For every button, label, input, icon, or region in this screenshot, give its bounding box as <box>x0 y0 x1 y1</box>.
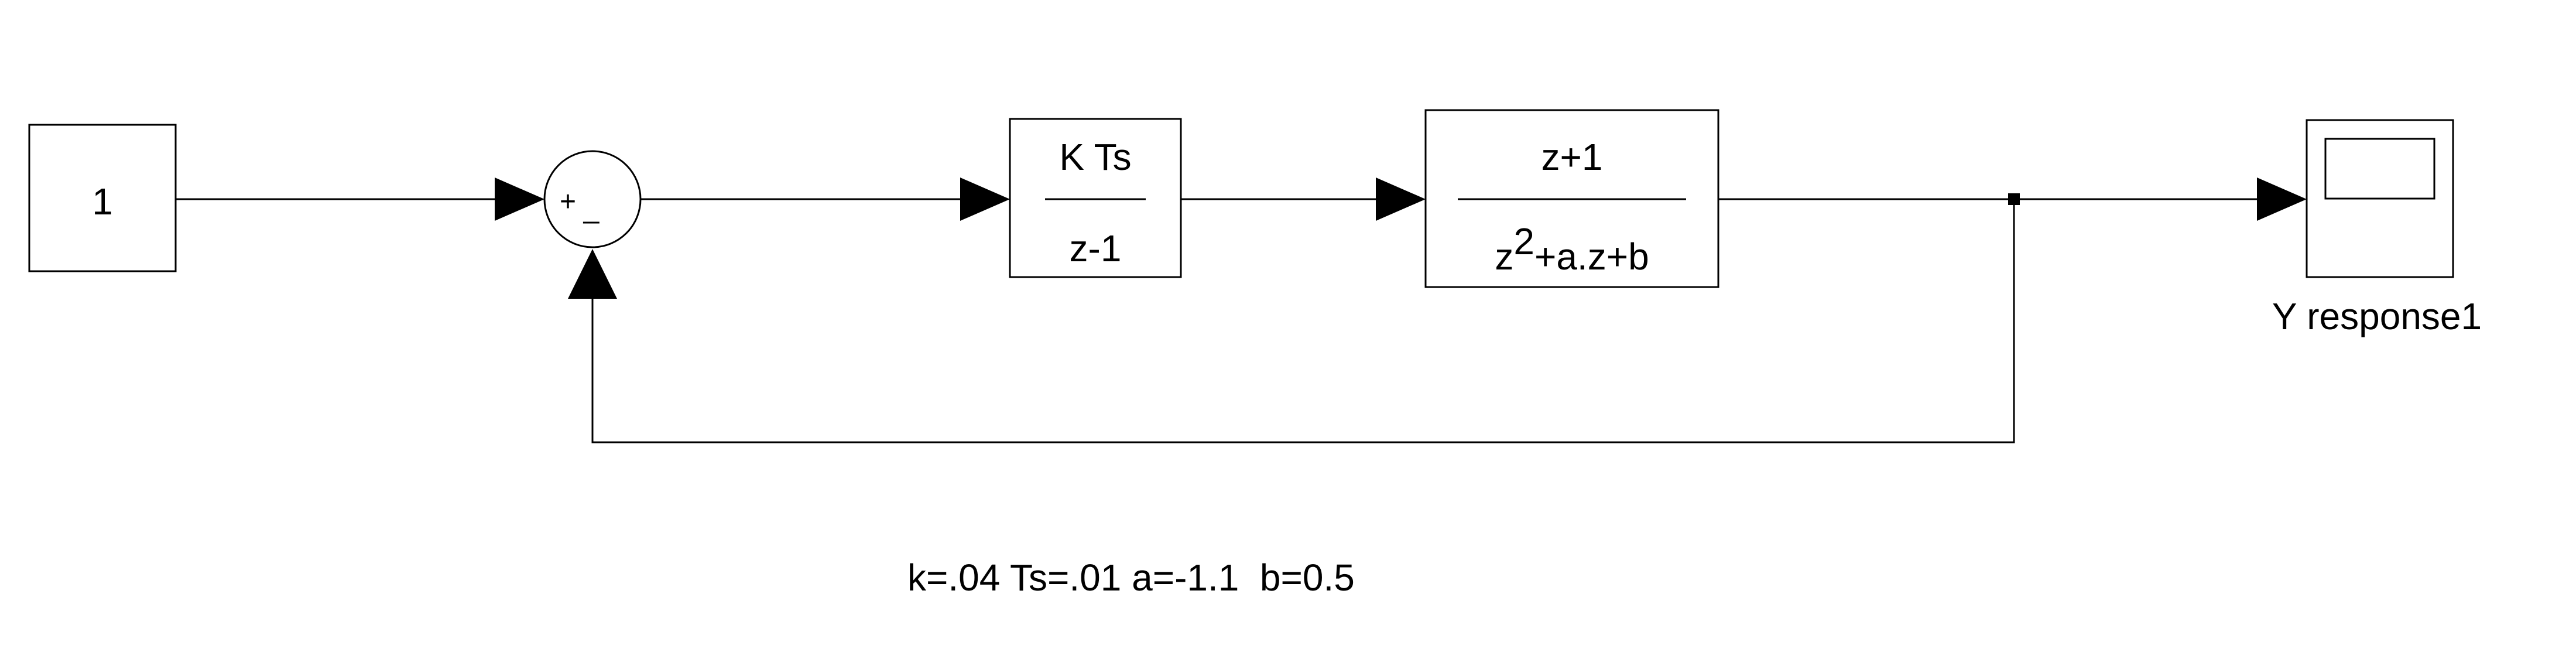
signal-line-plant-to-scope <box>1718 177 2307 221</box>
plant-denominator-base: z <box>1495 235 1513 278</box>
signal-line-constant-to-sum <box>176 177 544 221</box>
plant-transfer-function-block[interactable]: z+1 z2+a.z+b <box>1424 109 1719 288</box>
discrete-integrator-block[interactable]: K Ts z-1 <box>1009 118 1182 278</box>
plant-denominator: z2+a.z+b <box>1495 220 1649 278</box>
arrowhead-right-icon <box>1376 177 1426 221</box>
plant-numerator: z+1 <box>1542 136 1603 178</box>
arrowhead-right-icon <box>495 177 544 221</box>
plant-denominator-exponent: 2 <box>1513 220 1534 262</box>
sum-block[interactable]: + _ <box>543 150 642 248</box>
feedback-line <box>568 199 2015 443</box>
signal-line-integrator-to-plant <box>1181 177 1426 221</box>
arrowhead-right-icon <box>960 177 1010 221</box>
scope-block[interactable]: Y response1 <box>2272 119 2482 337</box>
constant-block-frame <box>28 124 177 272</box>
signal-line-sum-to-integrator <box>640 177 1010 221</box>
arrowhead-up-icon <box>568 249 617 299</box>
integrator-block-frame <box>1009 118 1182 278</box>
plant-denominator-rest: +a.z+b <box>1534 235 1649 278</box>
scope-label: Y response1 <box>2272 295 2482 337</box>
parameters-annotation: k=.04 Ts=.01 a=-1.1 b=0.5 <box>907 557 1355 599</box>
constant-value: 1 <box>92 180 113 223</box>
sum-minus-sign: _ <box>583 193 600 224</box>
integrator-denominator: z-1 <box>1070 227 1122 269</box>
sum-plus-sign: + <box>560 186 576 217</box>
scope-screen-icon <box>2324 138 2435 200</box>
arrowhead-right-icon <box>2257 177 2307 221</box>
integrator-numerator: K Ts <box>1059 136 1131 178</box>
constant-block[interactable]: 1 <box>28 124 177 272</box>
